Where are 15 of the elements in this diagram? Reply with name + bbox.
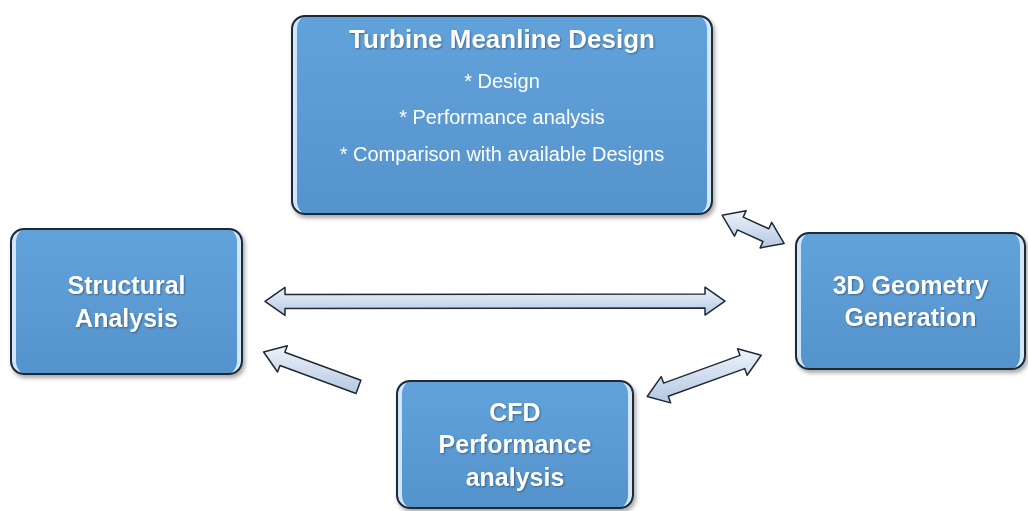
process-box	[795, 232, 1026, 370]
double-arrow	[646, 348, 762, 404]
double-arrow	[721, 210, 785, 249]
process-box	[10, 228, 243, 375]
bullet-text: * Performance analysis	[399, 105, 605, 130]
process-box	[396, 380, 634, 509]
process-box	[291, 15, 713, 215]
box-title: Turbine Meanline Design	[349, 23, 655, 56]
box-title: Structural Analysis	[66, 270, 187, 334]
double-arrow	[264, 286, 726, 317]
box-title: CFD Performance analysis	[437, 396, 593, 493]
bullet-text: * Comparison with available Designs	[339, 141, 665, 166]
box-title: 3D Geometry Generation	[831, 269, 990, 333]
bullet-text: * Design	[464, 68, 540, 94]
block-arrow	[262, 345, 362, 395]
